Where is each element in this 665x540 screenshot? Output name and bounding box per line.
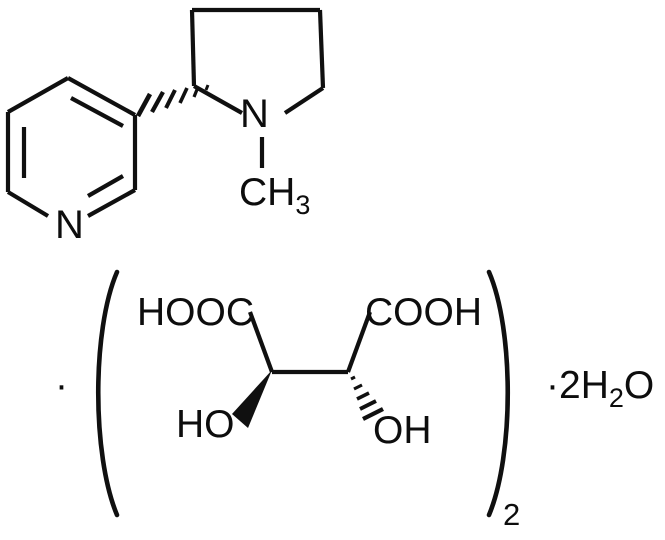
n-methyl-label: CH3	[239, 171, 310, 220]
pyrrolidine-ring: N CH3	[189, 7, 326, 220]
salt-separator-dot: ·	[55, 364, 68, 407]
hash-mark-1	[135, 92, 153, 118]
pyridine-bond-c5-c4	[6, 76, 70, 114]
pyridine-inner-bond-c2-n1	[86, 174, 125, 198]
left-hydroxyl-label: HO	[176, 403, 235, 446]
right-hydroxyl-label: OH	[373, 409, 432, 452]
pyrrolidine-bond-c5-n1	[283, 86, 325, 115]
nicotine-molecule: N N CH3	[5, 7, 326, 247]
pyridine-nitrogen-label: N	[55, 203, 84, 247]
hash-mark-r3	[356, 391, 370, 401]
pyridine-bond-c4-c3	[66, 76, 137, 117]
hash-mark-6	[204, 84, 210, 91]
right-stereo-hashed-wedge	[350, 375, 384, 421]
bond-left-carboxyl-to-c2	[248, 311, 274, 373]
pyridine-ring: N	[5, 76, 138, 247]
hash-mark-r2	[353, 383, 363, 391]
pyrrolidine-bond-n1-c2	[192, 84, 244, 115]
hash-mark-r5	[362, 407, 384, 421]
paren-subscript-2: 2	[503, 497, 520, 532]
bond-c3-to-right-carboxyl	[346, 311, 372, 373]
dihydrate-group: ·2H2O	[546, 364, 654, 413]
nicotine-stereo-hashed-wedge	[135, 84, 210, 118]
tartrate-molecule: HOOC COOH HO OH 2	[95, 269, 520, 532]
left-stereo-solid-wedge	[232, 370, 272, 428]
pyridine-bond-n1-c6	[6, 190, 50, 218]
pyrrolidine-bond-c2-c3	[189, 9, 197, 87]
hash-mark-r4	[359, 399, 377, 411]
pyridine-inner-bond-c4-c3	[70, 96, 124, 128]
left-carboxyl-label: HOOC	[137, 291, 254, 334]
hash-mark-4	[178, 87, 189, 104]
pyrrolidine-nitrogen-label: N	[240, 92, 269, 136]
pyridine-bond-c2-n1	[86, 188, 137, 218]
hash-mark-3	[164, 89, 177, 109]
right-carboxyl-label: COOH	[365, 291, 482, 334]
hydrate-formula: ·2H2O	[546, 364, 654, 413]
hash-mark-2	[150, 90, 165, 114]
paren-close	[486, 269, 511, 518]
paren-open	[95, 269, 120, 518]
pyrrolidine-bond-c4-c5	[317, 9, 326, 89]
hash-mark-r1	[350, 375, 356, 381]
